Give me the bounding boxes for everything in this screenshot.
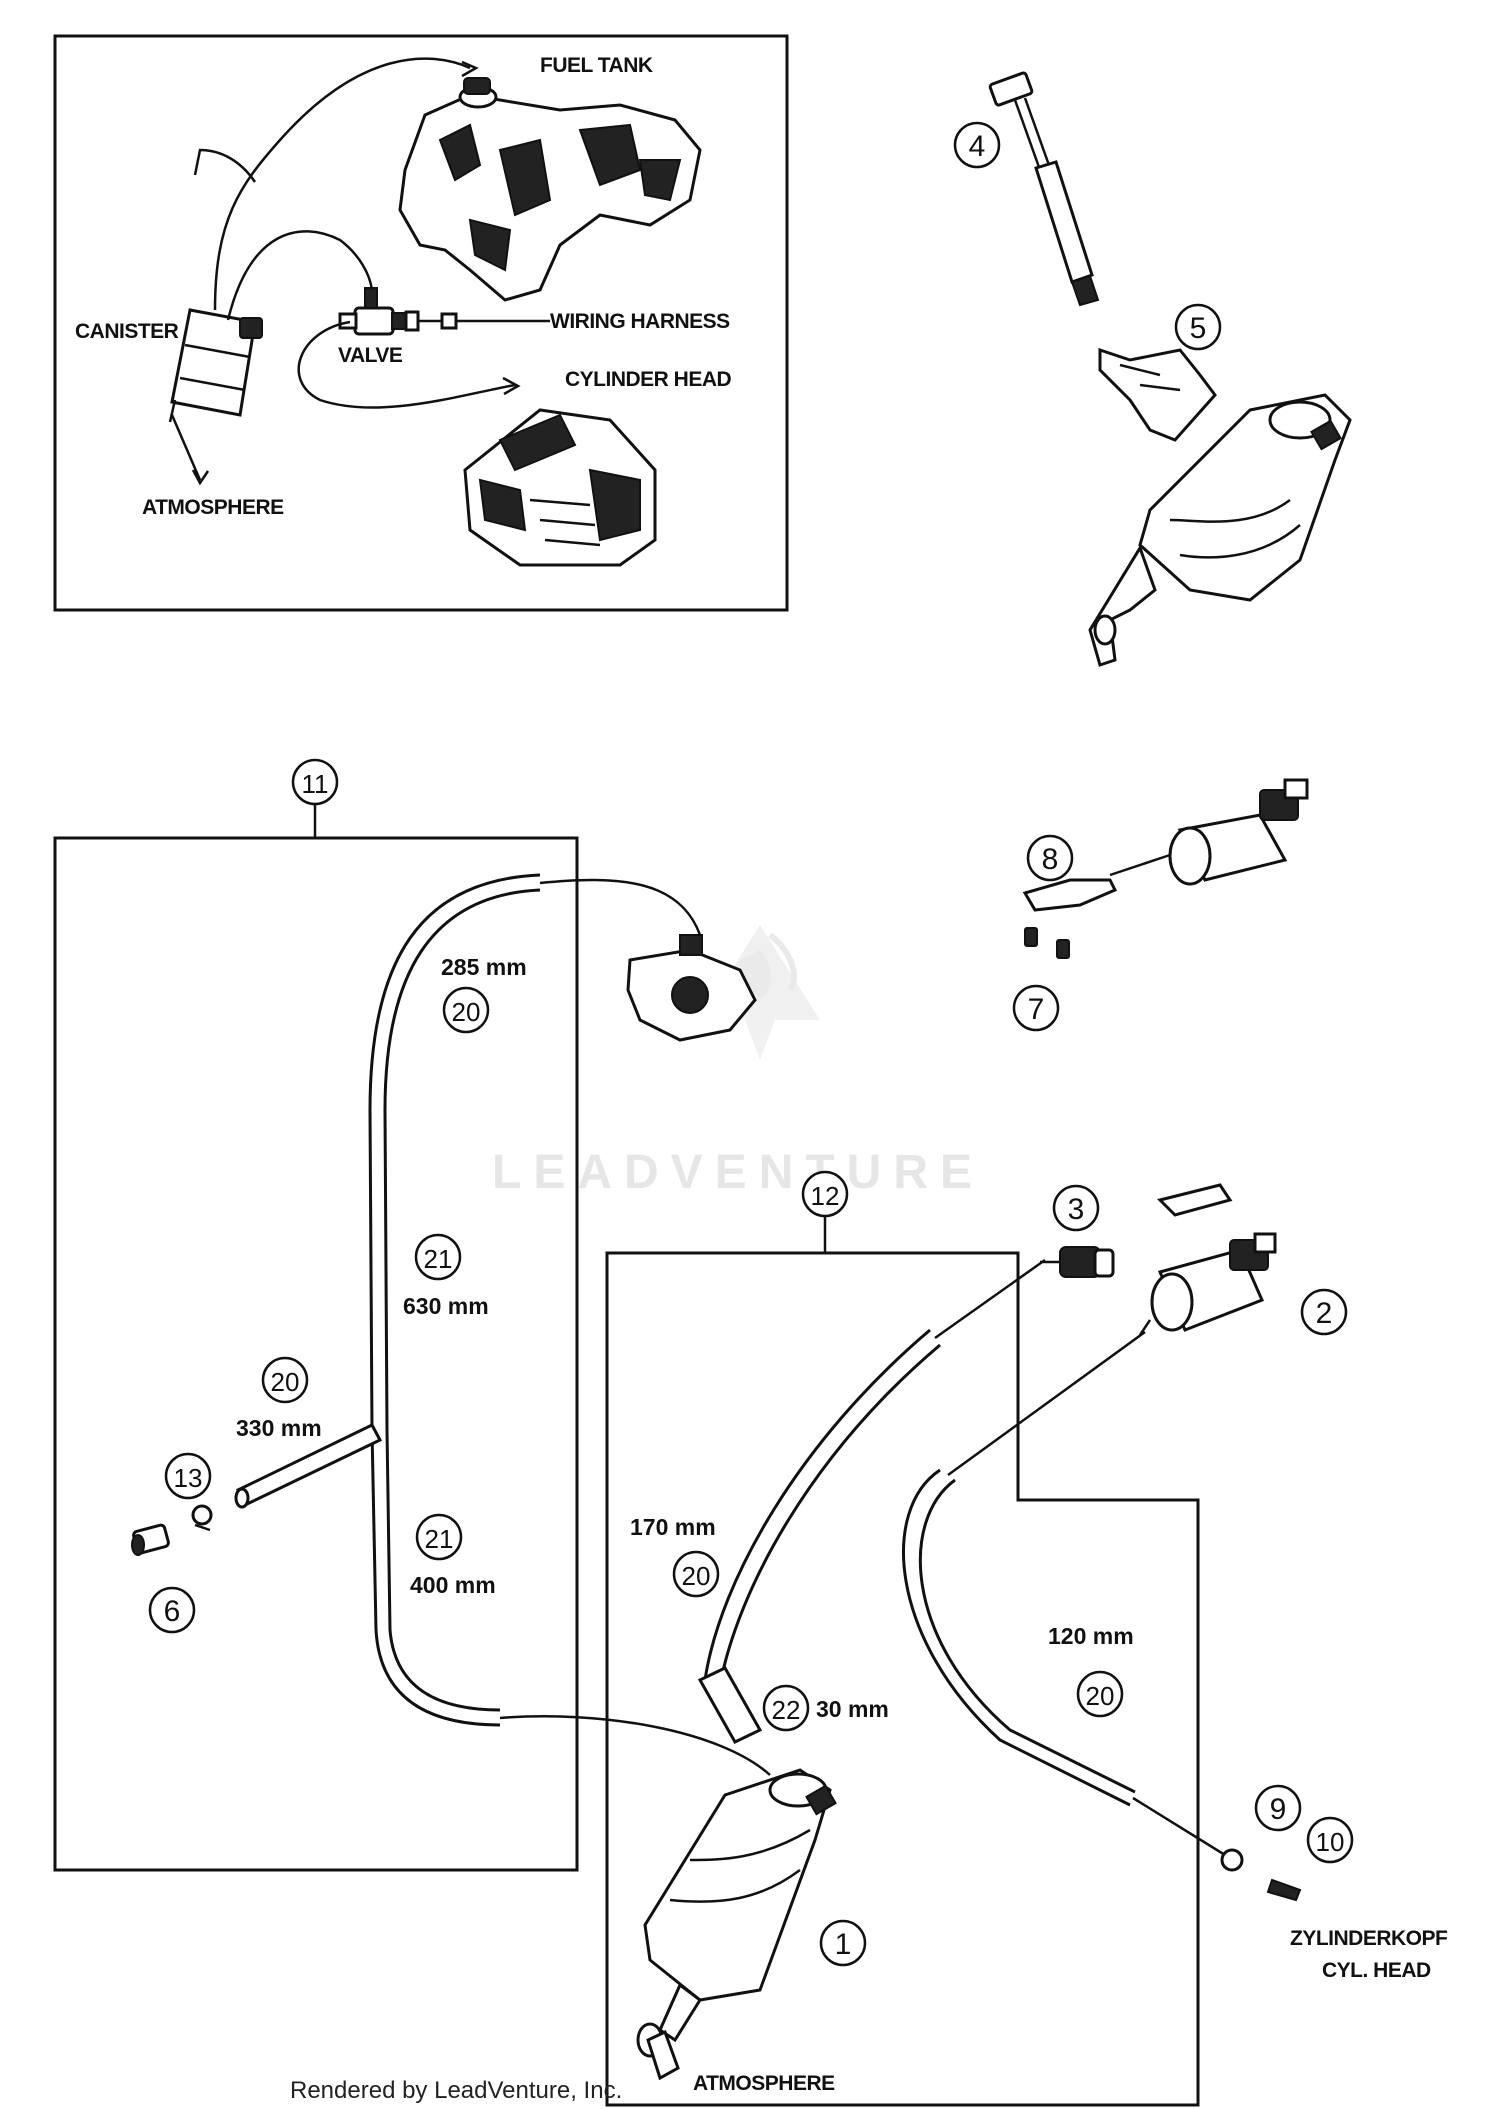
svg-text:22: 22: [772, 1695, 801, 1725]
svg-text:4: 4: [969, 130, 986, 163]
svg-text:10: 10: [1316, 1827, 1345, 1857]
callout-21-400mm: 21: [415, 1513, 463, 1561]
inset-arrow-tank: [461, 60, 479, 78]
callout-20-120mm: 20: [1076, 1670, 1124, 1718]
label-cyl-head: CYL. HEAD: [1322, 1959, 1431, 1982]
callout-8: 8: [1026, 834, 1074, 882]
fuel-tank-illustration: [398, 77, 702, 302]
svg-text:20: 20: [1086, 1681, 1115, 1711]
label-wiring-harness: WIRING HARNESS: [550, 310, 730, 333]
label-fuel-tank: FUEL TANK: [540, 54, 653, 77]
part-1-canister: [636, 1768, 837, 2081]
svg-text:11: 11: [302, 769, 329, 799]
label-valve: VALVE: [338, 344, 403, 367]
svg-text:12: 12: [811, 1181, 840, 1211]
svg-text:13: 13: [174, 1463, 203, 1493]
callout-7: 7: [1012, 984, 1060, 1032]
callout-11: 11: [291, 758, 339, 806]
footer-credit: Rendered by LeadVenture, Inc.: [290, 2077, 622, 2104]
fuel-pump-flange: [626, 934, 757, 1042]
svg-text:1: 1: [835, 1928, 852, 1961]
bracket-box-11: [53, 836, 579, 1872]
label-atmosphere-inset: ATMOSPHERE: [142, 496, 284, 519]
part-5-bracket: [1098, 347, 1217, 442]
inset-hose-tank-canister: [213, 57, 471, 311]
watermark-logo: [700, 925, 820, 1060]
callout-2: 2: [1300, 1288, 1348, 1336]
callout-20-285mm: 20: [442, 986, 490, 1034]
svg-text:5: 5: [1190, 312, 1207, 345]
bracket-box-12: [605, 1251, 1200, 2107]
part-10-bolt: [1266, 1878, 1302, 1902]
part-3-valve: [1040, 1246, 1115, 1278]
callout-5: 5: [1174, 303, 1222, 351]
canister-top-right: [1088, 393, 1352, 667]
dim-120mm: 120 mm: [1048, 1623, 1134, 1649]
callout-6: 6: [148, 1586, 196, 1634]
wire-to-part-3: [934, 1258, 1046, 1340]
part-7-screws: [1024, 927, 1070, 959]
hose-20-285mm: [368, 873, 541, 1111]
label-cylinder-head: CYLINDER HEAD: [565, 368, 732, 391]
dim-630mm: 630 mm: [403, 1293, 489, 1319]
inset-cylinder-head-illustration: [463, 408, 657, 567]
svg-text:20: 20: [452, 997, 481, 1027]
svg-text:2: 2: [1316, 1297, 1333, 1330]
part-4-strap: [988, 71, 1100, 307]
inset-hose-loop: [193, 148, 257, 183]
callout-22-30mm: 22: [762, 1684, 810, 1732]
svg-text:7: 7: [1028, 993, 1045, 1026]
wire-to-part-9: [1132, 1796, 1226, 1857]
dim-30mm: 30 mm: [816, 1696, 889, 1722]
hose-20-170mm: [703, 1328, 931, 1681]
label-atmosphere-bottom: ATMOSPHERE: [693, 2072, 835, 2095]
svg-text:9: 9: [1270, 1793, 1287, 1826]
hose-22-30mm: [697, 1666, 763, 1744]
part-2-filter: [1138, 1183, 1277, 1336]
inset-valve-illustration: [338, 287, 458, 336]
label-canister: CANISTER: [75, 320, 179, 343]
callout-3: 3: [1052, 1184, 1100, 1232]
hose-21-400mm: [370, 1429, 501, 1727]
svg-text:21: 21: [424, 1244, 453, 1274]
svg-text:20: 20: [271, 1367, 300, 1397]
part-9-clamp: [1220, 1848, 1244, 1872]
part-13-clamp: [191, 1504, 213, 1532]
inset-arrow-cylhead: [502, 376, 521, 396]
inset-frame: [53, 34, 789, 612]
svg-text:20: 20: [682, 1561, 711, 1591]
watermark-text: LEADVENTURE: [492, 1146, 984, 1199]
svg-text:6: 6: [164, 1595, 181, 1628]
svg-text:8: 8: [1042, 843, 1059, 876]
svg-text:21: 21: [425, 1524, 454, 1554]
callout-4: 4: [953, 121, 1001, 169]
hose-21-630mm: [368, 1109, 374, 1431]
callout-10: 10: [1306, 1816, 1354, 1864]
inset-hose-canister-valve: [226, 230, 374, 321]
callout-13: 13: [164, 1452, 212, 1500]
dim-170mm: 170 mm: [630, 1514, 716, 1540]
hose-20-120mm: [902, 1468, 1131, 1807]
callout-12: 12: [801, 1170, 849, 1218]
callout-21-630mm: 21: [414, 1233, 462, 1281]
dim-400mm: 400 mm: [410, 1572, 496, 1598]
dim-285mm: 285 mm: [441, 954, 527, 980]
callout-1: 1: [819, 1919, 867, 1967]
svg-text:3: 3: [1068, 1193, 1085, 1226]
wire-to-canister-1: [499, 1715, 771, 1776]
wire-to-part-2: [947, 1330, 1146, 1477]
callout-20-330mm: 20: [261, 1356, 309, 1404]
inset-canister-illustration: [168, 308, 263, 423]
label-zylinderkopf: ZYLINDERKOPF: [1290, 1927, 1448, 1950]
part-8-filter-assembly: [1022, 778, 1309, 912]
wire-to-fuel-cap: [539, 878, 702, 936]
callout-9: 9: [1254, 1784, 1302, 1832]
part-6-plug: [131, 1523, 170, 1556]
callout-20-170mm: 20: [672, 1550, 720, 1598]
inset-hose-atmosphere: [170, 414, 202, 481]
dim-330mm: 330 mm: [236, 1415, 322, 1441]
inset-arrow-atmosphere: [191, 469, 210, 486]
inset-hose-valve-cylhead: [297, 320, 516, 409]
